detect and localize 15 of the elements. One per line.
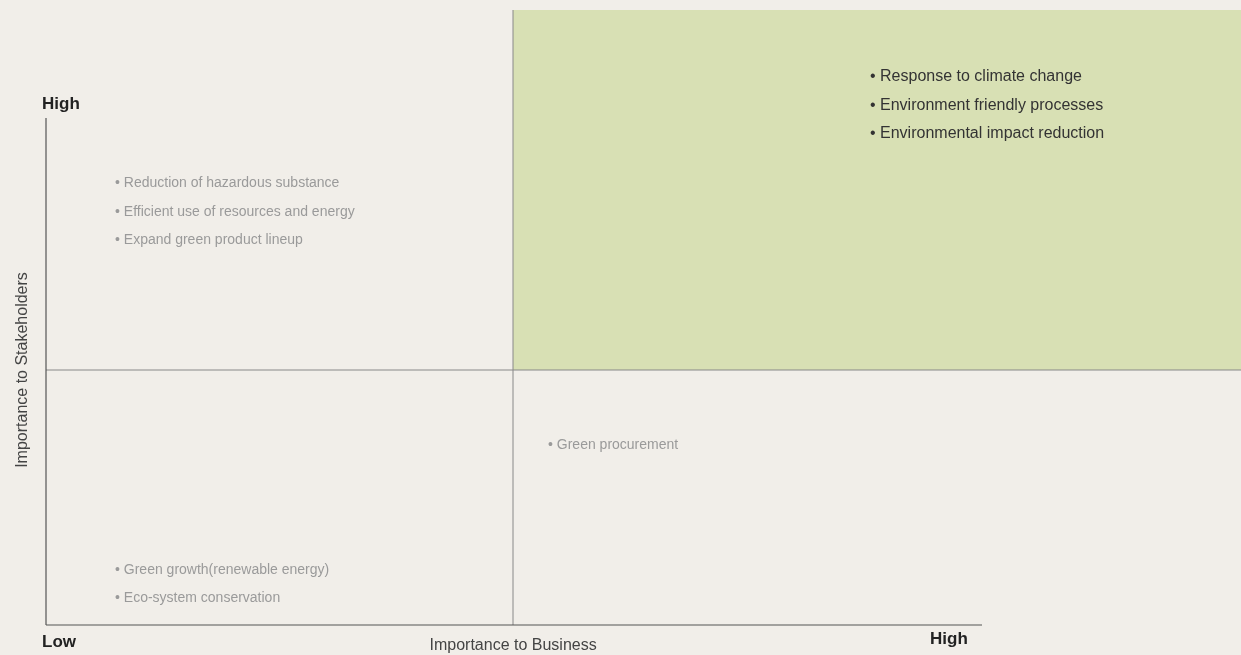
axis-label: Low	[42, 632, 76, 653]
issue-item: • Efficient use of resources and energy	[115, 203, 355, 220]
issue-item: • Eco-system conservation	[115, 589, 281, 606]
axis-label: High	[42, 94, 80, 115]
priority-item: • Environment friendly processes	[870, 94, 1104, 114]
axis-label: High	[930, 629, 968, 650]
axis-title: Importance to Stakeholders	[12, 272, 32, 468]
issue-item: • Green growth(renewable energy)	[115, 561, 330, 578]
priority-item: • Response to climate change	[870, 66, 1082, 86]
issue-item: • Expand green product lineup	[115, 231, 303, 248]
issue-item: • Green procurement	[548, 436, 679, 453]
priority-item: • Environmental impact reduction	[870, 123, 1105, 143]
issue-item: • Reduction of hazardous substance	[115, 174, 340, 191]
axis-title: Importance to Business	[429, 635, 597, 655]
highlighted-quadrant	[513, 10, 1241, 370]
